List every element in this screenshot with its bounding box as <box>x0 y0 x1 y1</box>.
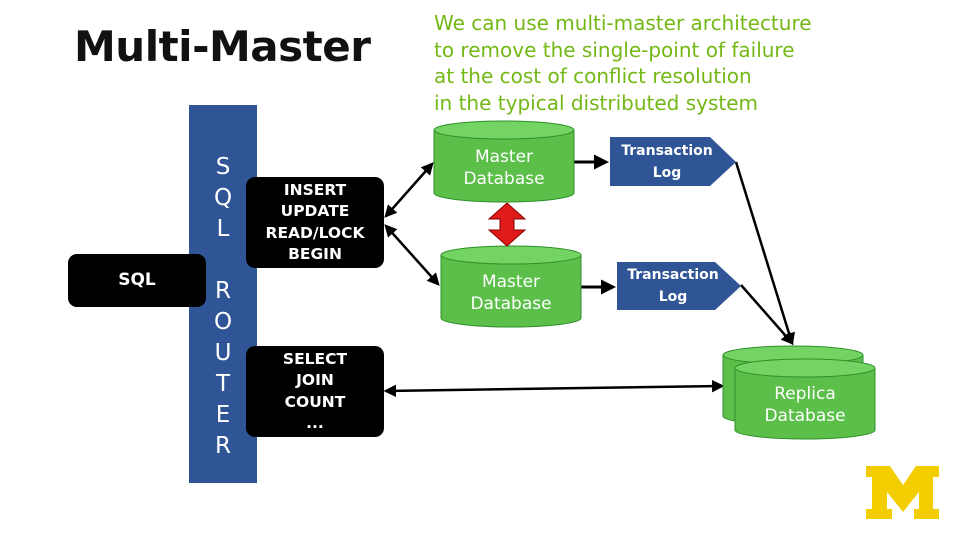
write-op: BEGIN <box>288 245 342 263</box>
write-op: INSERT <box>283 180 347 199</box>
router-letter: R <box>215 278 231 304</box>
router-letter: E <box>215 402 231 428</box>
master-database-2-label: Master Database <box>441 271 581 315</box>
read-ops-box: SELECT JOIN COUNT ... <box>246 346 384 437</box>
router-label: S Q L R O U T E R <box>189 152 257 462</box>
db-label-line: Master <box>474 147 534 167</box>
block-m-logo <box>866 466 939 519</box>
arrow-read-to-replica <box>383 379 725 398</box>
master-database-2 <box>440 245 582 328</box>
router-letter: L <box>216 216 230 242</box>
router-letter: R <box>215 433 231 459</box>
router-letter: Q <box>213 185 233 211</box>
note-line: to remove the single-point of failure <box>434 37 795 62</box>
db-label-line: Database <box>764 406 846 426</box>
transaction-log-2-label: Transaction Log <box>618 264 728 308</box>
note-line: at the cost of conflict resolution <box>434 64 752 88</box>
read-op: COUNT <box>284 392 346 411</box>
transaction-log-2-shape <box>617 262 741 310</box>
note-line: in the typical distributed system <box>434 90 759 115</box>
write-op: READ/LOCK <box>265 223 365 242</box>
read-op: SELECT <box>282 349 348 368</box>
db-label-line: Replica <box>774 384 836 404</box>
transaction-log-1-shape <box>610 137 736 186</box>
master-database-1-label: Master Database <box>434 146 574 190</box>
db-label-line: Database <box>463 169 545 189</box>
db-label-line: Master <box>481 272 541 292</box>
log-label-line: Log <box>658 289 688 305</box>
master-database-1 <box>433 120 575 203</box>
write-op: UPDATE <box>280 202 350 220</box>
arrow-log-1-to-replica <box>734 161 796 346</box>
conflict-arrow <box>487 202 527 247</box>
note-text: We can use multi-master architecture to … <box>434 10 812 116</box>
replica-database <box>722 345 876 440</box>
transaction-log-1-label: Transaction Log <box>612 140 722 184</box>
slide-title: Multi-Master <box>74 22 371 71</box>
db-label-line: Database <box>470 294 552 314</box>
write-ops-box: INSERT UPDATE READ/LOCK BEGIN <box>246 177 384 268</box>
read-op: ... <box>306 414 324 432</box>
arrow-log-2-to-replica <box>740 284 794 345</box>
arrow-write-to-master-2 <box>384 224 440 286</box>
log-label-line: Transaction <box>621 143 713 159</box>
router-letter: S <box>215 154 231 180</box>
read-op: JOIN <box>296 371 334 389</box>
router-letter: O <box>213 309 233 335</box>
replica-database-label: Replica Database <box>735 383 875 427</box>
arrow-write-to-master-1 <box>384 162 434 218</box>
note-line: We can use multi-master architecture <box>434 11 812 35</box>
router-letter: U <box>214 340 232 366</box>
log-label-line: Transaction <box>627 267 719 283</box>
sql-client-box: SQL <box>68 254 206 307</box>
sql-client-label: SQL <box>118 269 156 290</box>
log-label-line: Log <box>652 165 682 181</box>
router-letter: T <box>215 371 231 397</box>
